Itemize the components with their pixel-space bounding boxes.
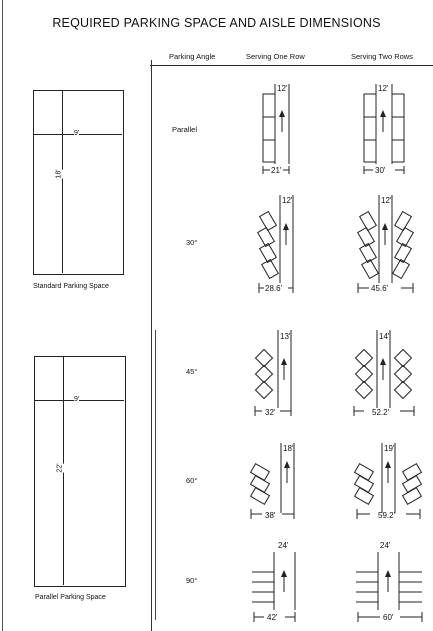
angle30-two-total-label: 45.6' xyxy=(371,284,389,293)
diagram-parallel-one-row: 12' 21' xyxy=(262,84,290,175)
diagram-30-one-row: 12' 28.6' xyxy=(256,195,294,293)
column-divider xyxy=(151,60,152,631)
angle30-two-aisle-label: 12' xyxy=(381,196,392,205)
diagram-60-one-row: 18' 38' xyxy=(249,443,295,520)
angle60-two-total-label: 59.2' xyxy=(378,511,396,520)
angle60-one-total-label: 38' xyxy=(265,511,276,520)
diagram-90-two-rows: 24' 60' xyxy=(356,541,423,622)
header-rule xyxy=(150,65,433,66)
diagram-90-one-row: 24' 42' xyxy=(252,541,296,622)
diagram-45-one-row: 13' 32' xyxy=(254,330,292,417)
angle-label-90: 90° xyxy=(186,576,198,585)
column-divider-secondary xyxy=(155,330,156,620)
angle30-one-aisle-label: 12' xyxy=(282,196,293,205)
angle90-two-aisle-label: 24' xyxy=(380,541,391,550)
diagram-30-two-rows: 12' 45.6' xyxy=(356,195,415,293)
parallel-width-label: 9' xyxy=(74,396,80,404)
parallel-space-caption: Parallel Parking Space xyxy=(35,594,106,601)
parallel-one-aisle-label: 12' xyxy=(277,84,288,93)
angle-label-parallel: Parallel xyxy=(172,125,198,134)
angle-label-45: 45° xyxy=(186,367,198,376)
diagram-parallel-two-rows: 12' 30' xyxy=(363,84,405,175)
standard-length-dimension-line xyxy=(62,90,63,273)
parallel-two-total-label: 30' xyxy=(375,166,386,175)
angle60-one-aisle-label: 18' xyxy=(283,444,294,453)
diagram-60-two-rows: 19' 59.2' xyxy=(353,443,423,520)
angle90-two-total-label: 60' xyxy=(383,613,394,622)
angle-label-30: 30° xyxy=(186,238,198,247)
page-title: REQUIRED PARKING SPACE AND AISLE DIMENSI… xyxy=(52,16,381,30)
parallel-parking-space xyxy=(34,356,126,587)
diagram-45-two-rows: 14' 52.2' xyxy=(353,330,415,417)
angle30-one-total-label: 28.6' xyxy=(265,284,283,293)
angle-label-60: 60° xyxy=(186,476,198,485)
parallel-one-total-label: 21' xyxy=(271,166,282,175)
parallel-two-aisle-label: 12' xyxy=(378,84,389,93)
angle45-one-total-label: 32' xyxy=(265,408,276,417)
angle45-one-aisle-label: 13' xyxy=(280,332,291,341)
angle60-two-aisle-label: 19' xyxy=(384,444,395,453)
angle90-one-aisle-label: 24' xyxy=(278,541,289,550)
parallel-width-dimension-line xyxy=(35,400,124,401)
standard-length-label: 18' xyxy=(55,169,64,179)
standard-parking-space xyxy=(33,90,124,275)
angle45-two-aisle-label: 14' xyxy=(379,332,390,341)
page-left-border xyxy=(2,0,3,631)
standard-width-label: 9' xyxy=(74,130,80,138)
header-serving-two-rows: Serving Two Rows xyxy=(351,52,413,61)
header-serving-one-row: Serving One Row xyxy=(246,52,305,61)
angle90-one-total-label: 42' xyxy=(267,613,278,622)
parallel-length-label: 22' xyxy=(56,463,65,473)
angle45-two-total-label: 52.2' xyxy=(372,408,390,417)
header-parking-angle: Parking Angle xyxy=(169,52,216,61)
standard-space-caption: Standard Parking Space xyxy=(33,283,109,290)
